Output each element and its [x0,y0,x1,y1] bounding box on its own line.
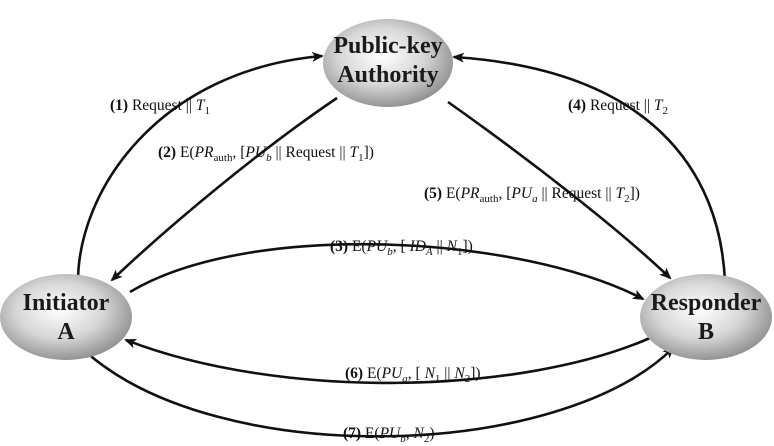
arrow-7-initiator-to-responder [85,346,675,438]
initiator-label-line2: A [57,319,75,345]
message-7-label: (7) E(PUb, N2) [343,425,435,445]
message-5-label: (5) E(PRauth, [PUa || Request || T2]) [424,185,640,205]
initiator-a-node: Initiator A [0,274,132,360]
message-1-label: (1) Request || T1 [110,97,210,117]
arrow-2-authority-to-initiator [110,96,338,282]
arrow-1-request [76,51,324,287]
arrow-3-initiator-to-responder [129,242,645,301]
message-6-label: (6) E(PUa, [ N1 || N2]) [345,365,481,385]
authority-label-line1: Public-key [333,33,442,59]
message-3-label: (3) E(PUb, [ IDA || N1]) [330,238,473,258]
public-key-authority-node: Public-key Authority [323,19,453,107]
authority-label-line2: Authority [337,62,438,88]
initiator-label-line1: Initiator [23,290,110,316]
responder-label-line2: B [698,319,714,345]
message-4-label: (4) Request || T2 [568,97,668,117]
arrow-5-authority-to-responder [447,100,672,280]
arrow-6-responder-to-initiator [124,336,651,385]
arrow-4-request [452,52,727,283]
responder-b-node: Responder B [640,274,772,360]
message-2-label: (2) E(PRauth, [PUb || Request || T1]) [158,144,374,164]
responder-label-line1: Responder [651,290,762,316]
